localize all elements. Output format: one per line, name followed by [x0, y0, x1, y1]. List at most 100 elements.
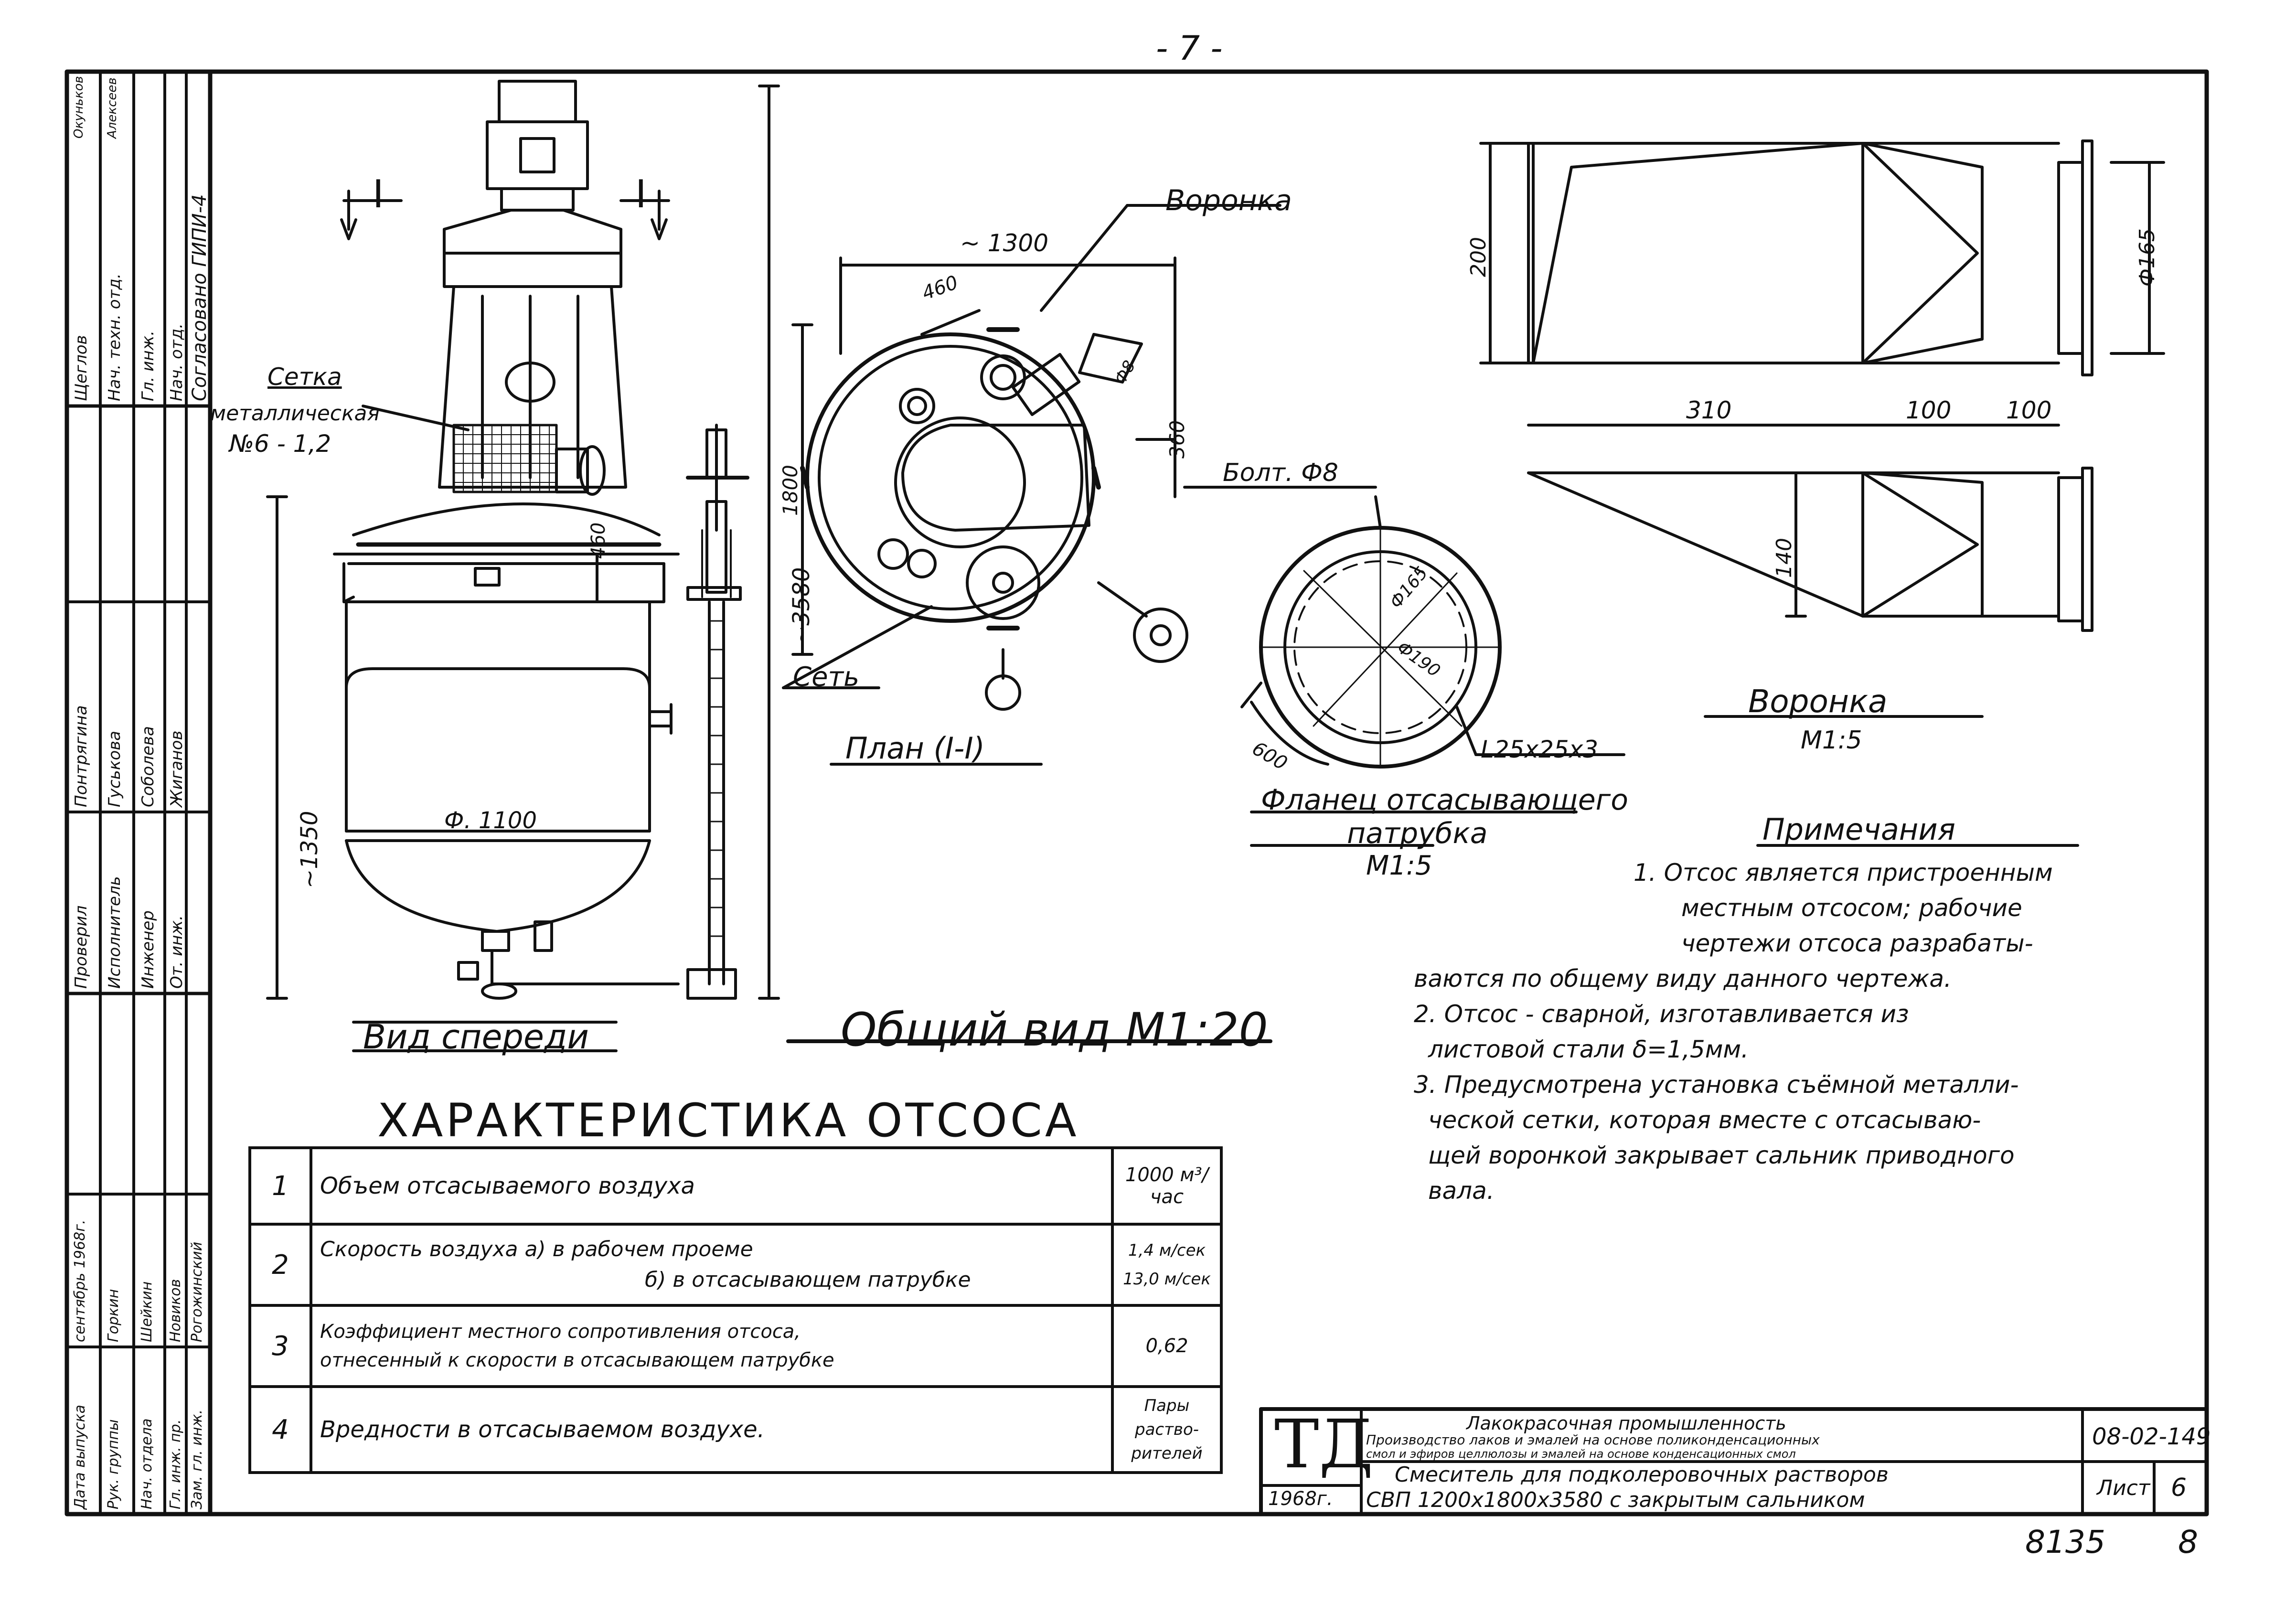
stamp-bottom-4: сентябрь 1968г.: [72, 1219, 88, 1343]
stamp-bottom-2: Шейкин: [139, 1281, 155, 1342]
stamp-mid-0: Жиганов: [167, 730, 186, 808]
stamp-mid-role-3: Проверил: [72, 905, 91, 989]
title-block-doc-code: 08-02-149: [2092, 1423, 2211, 1450]
spec-value: 1000 м³/час: [1111, 1146, 1223, 1226]
sheet-border: [64, 69, 2209, 1517]
title-block-lines: [1259, 1407, 2209, 1516]
footer-sheet: 8: [2178, 1524, 2198, 1560]
dim-1350: ~1350: [296, 811, 323, 888]
stamp-mid-1: Соболева: [139, 726, 158, 807]
mesh-label-3: №6 - 1,2: [229, 430, 331, 458]
spec-table: 1 Объем отсасываемого воздуха 1000 м³/ча…: [248, 1146, 1223, 1474]
note-line: 2. Отсос - сварной, изготавливается из: [1414, 1000, 1909, 1028]
stamp-mid-role-0: От. инж.: [167, 915, 186, 989]
page-mark: - 7 -: [1156, 29, 1223, 68]
note-line: чертежи отсоса разрабаты-: [1681, 929, 2033, 957]
title-block-sheet-label: Лист: [2097, 1476, 2150, 1500]
mesh-label-1: Сетка: [267, 363, 342, 391]
funnel-callout: Воронка: [1165, 184, 1292, 217]
stamp-bottom-role-2: Нач. отдела: [139, 1418, 155, 1509]
stamp-top-0: Нач. отд.: [167, 323, 186, 401]
stamp-top-2: Нач. техн. отд.: [105, 273, 124, 401]
funnel-dim-200: 200: [1466, 237, 1491, 277]
stamp-mid-3: Понтрягина: [72, 705, 91, 807]
general-view-title: Общий вид М1:20: [841, 1003, 1268, 1057]
flange-scale: М1:5: [1366, 850, 1432, 881]
title-block-industry-3: смол и эфиров целлюлозы и эмалей на осно…: [1366, 1447, 1796, 1461]
notes-body: 1. Отсос является пристроенным местным о…: [1414, 855, 2053, 1208]
title-block-sheet-num: 6: [2171, 1474, 2187, 1502]
mesh-callout: Сеть: [793, 662, 860, 693]
spec-row: 1 Объем отсасываемого воздуха 1000 м³/ча…: [248, 1146, 1223, 1226]
note-line: листовой стали δ=1,5мм.: [1428, 1036, 1749, 1063]
stamp-bottom-role-1: Гл. инж. пр.: [167, 1419, 184, 1509]
title-block-industry-2: Производство лаков и эмалей на основе по…: [1366, 1432, 1820, 1448]
flange-title-1: Фланец отсасывающего: [1261, 783, 1628, 817]
stamp-mid-role-1: Инженер: [139, 910, 158, 989]
stamp-bottom-3: Горкин: [105, 1289, 122, 1342]
spec-row: 3 Коэффициент местного сопротивления отс…: [248, 1304, 1223, 1388]
stamp-top-name-1: Окуньков: [72, 76, 86, 139]
funnel-side-view: [1527, 467, 2093, 718]
note-line: местным отсосом; рабочие: [1681, 894, 2022, 922]
title-block-industry-1: Лакокрасочная промышленность: [1466, 1413, 1786, 1434]
note-line: щей воронкой закрывает сальник приводног…: [1428, 1142, 2015, 1169]
flange-title-2: патрубка: [1347, 817, 1488, 850]
spec-text: Вредности в отсасываемом воздухе.: [310, 1385, 1114, 1474]
dim-1800: 1800: [779, 465, 802, 516]
stamp-bottom-0: Рогожинский: [189, 1241, 205, 1342]
spec-num: 3: [248, 1304, 312, 1388]
section-mark-left: I: [373, 172, 384, 216]
front-view-vessel: [266, 80, 780, 1024]
plan-label: План (I-I): [845, 731, 985, 766]
stamp-mid-role-2: Исполнитель: [105, 876, 124, 989]
spec-text: Объем отсасываемого воздуха: [310, 1146, 1114, 1226]
stamp-bottom-1: Новиков: [167, 1279, 184, 1342]
funnel-dim-140: 140: [1772, 538, 1796, 578]
footer-number: 8135: [2025, 1524, 2105, 1560]
section-mark-right: I: [635, 172, 647, 216]
funnel-scale: М1:5: [1801, 726, 1862, 755]
dim-3580: ~3580: [788, 567, 815, 645]
plan-view: [782, 204, 1377, 766]
flange-angle: L25х25х3: [1481, 736, 1599, 763]
bolt-label: Болт. Ф8: [1223, 459, 1338, 487]
stamp-bottom-role-4: Дата выпуска: [72, 1405, 88, 1509]
stamp-top-name-2: Алексеев: [105, 77, 119, 139]
flange-view: [1240, 495, 1625, 847]
dim-1300: ~ 1300: [960, 229, 1049, 257]
stamp-bottom-role-3: Рук. группы: [105, 1419, 122, 1509]
title-block-object-2: СВП 1200х1800х3580 с закрытым сальником: [1366, 1488, 1865, 1512]
funnel-dim-100b: 100: [2006, 396, 2052, 424]
notes-title: Примечания: [1762, 812, 1955, 847]
note-line: вала.: [1428, 1177, 1495, 1205]
funnel-dim-165: Ф165: [2135, 228, 2159, 287]
title-block-object-1: Смеситель для подколеровочных растворов: [1395, 1463, 1889, 1487]
stamp-mid-2: Гуськова: [105, 730, 124, 807]
spec-num: 1: [248, 1146, 312, 1226]
title-block-mark: ТД: [1274, 1406, 1374, 1484]
spec-row: 4 Вредности в отсасываемом воздухе. Пары…: [248, 1385, 1223, 1474]
stamp-bottom-role-0: Зам. гл. инж.: [189, 1409, 205, 1509]
mesh-label-2: металлическая: [210, 401, 380, 426]
spec-text: Коэффициент местного сопротивления отсос…: [310, 1304, 1114, 1388]
dim-460v: 460: [587, 522, 609, 559]
funnel-title: Воронка: [1748, 683, 1888, 720]
dim-360: 360: [1165, 420, 1189, 459]
funnel-dim-100a: 100: [1906, 396, 1952, 424]
title-block-year: 1968г.: [1268, 1488, 1333, 1510]
stamp-approved: Согласовано ГИПИ-4: [189, 194, 211, 401]
spec-value: 0,62: [1111, 1304, 1223, 1388]
dim-1100: Ф. 1100: [444, 807, 537, 834]
note-line: ваются по общему виду данного чертежа.: [1414, 965, 1952, 993]
spec-title: ХАРАКТЕРИСТИКА ОТСОСА: [377, 1094, 1079, 1147]
note-line: 1. Отсос является пристроенным: [1634, 859, 2053, 886]
spec-num: 4: [248, 1385, 312, 1474]
funnel-top-view: [1479, 139, 2165, 427]
note-line: 3. Предусмотрена установка съёмной метал…: [1414, 1071, 2019, 1099]
